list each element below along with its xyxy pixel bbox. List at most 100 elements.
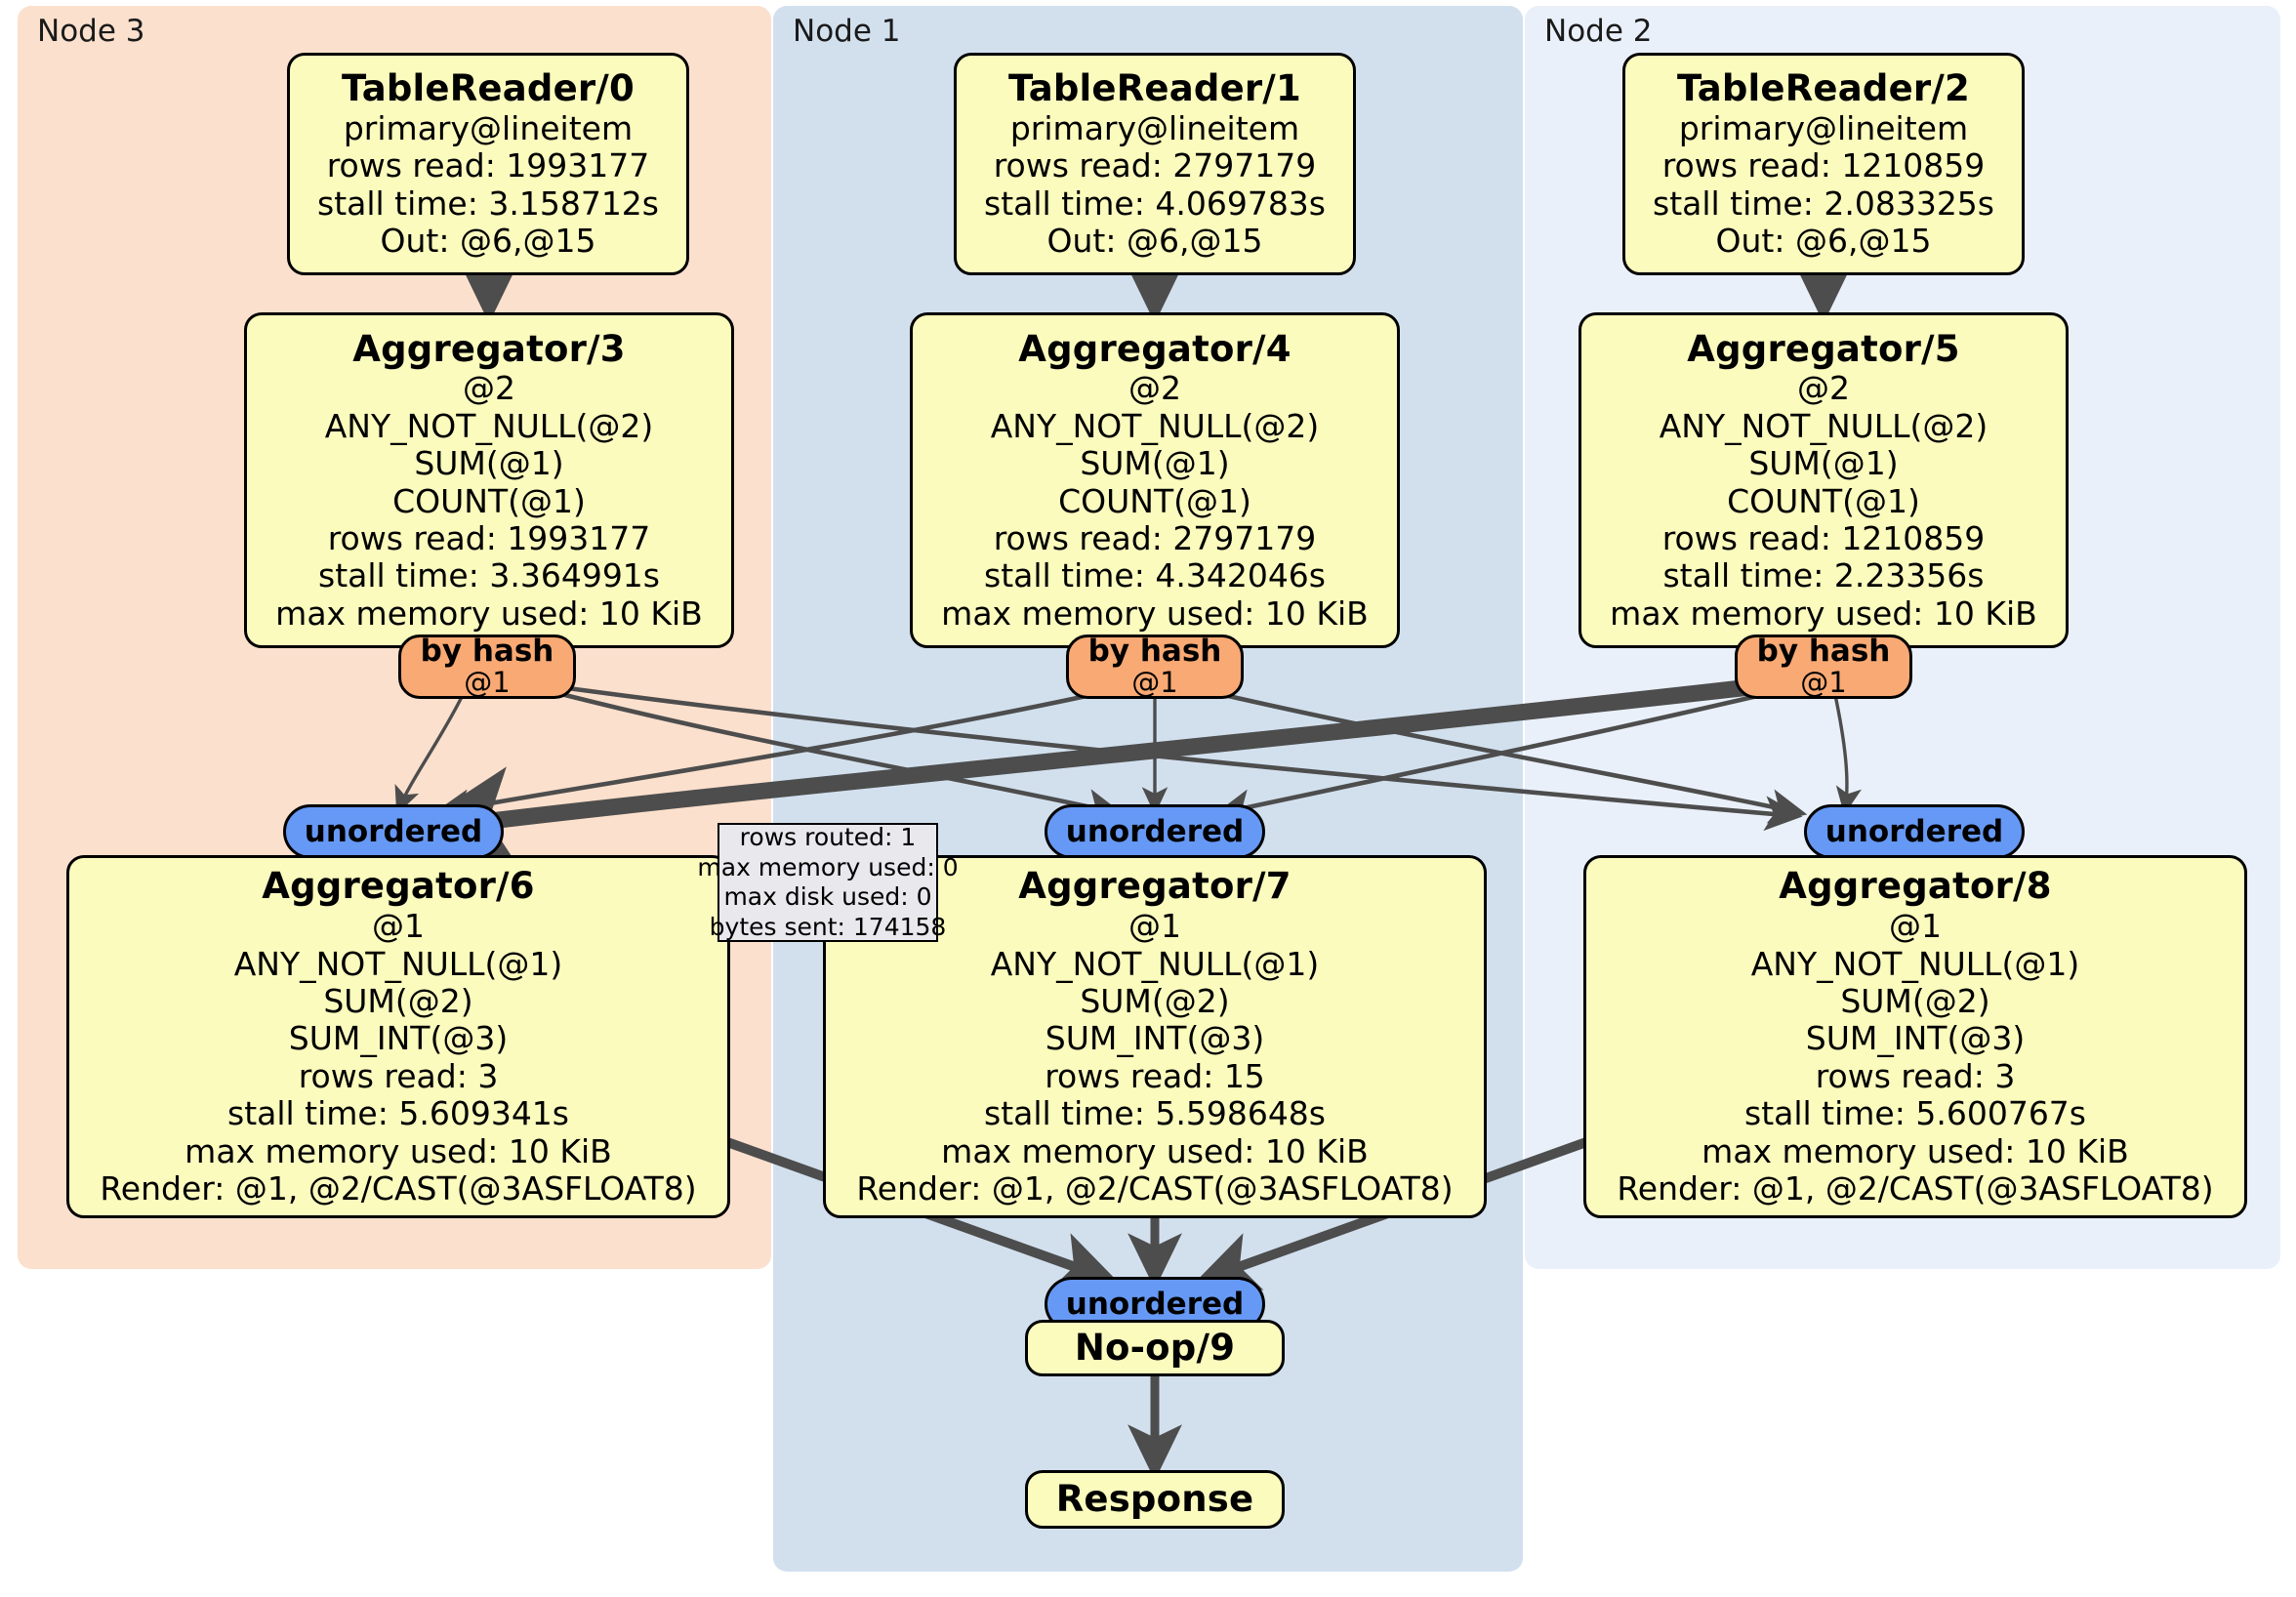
node-line: Render: @1, @2/CAST(@3ASFLOAT8) xyxy=(856,1169,1454,1208)
synchronizer-label: unordered xyxy=(1065,1286,1245,1322)
router-label: by hash xyxy=(420,634,554,670)
cluster-node3-label: Node 3 xyxy=(37,14,145,49)
node-line: stall time: 2.083325s xyxy=(1653,184,1994,223)
node-response[interactable]: Response xyxy=(1025,1470,1285,1529)
node-line: stall time: 2.23356s xyxy=(1662,556,1985,595)
node-line: Out: @6,@15 xyxy=(1715,222,1932,261)
node-line: SUM_INT(@3) xyxy=(1805,1019,2026,1058)
node-line: @1 xyxy=(1128,907,1181,946)
node-title: Aggregator/5 xyxy=(1687,327,1960,370)
node-line: stall time: 3.158712s xyxy=(317,184,659,223)
synchronizer-unordered-0[interactable]: unordered xyxy=(283,804,504,859)
node-line: rows read: 1210859 xyxy=(1661,519,1986,558)
node-table-reader-2[interactable]: TableReader/2 primary@lineitem rows read… xyxy=(1622,53,2025,275)
node-line: rows read: 3 xyxy=(298,1056,499,1095)
node-title: Response xyxy=(1055,1478,1254,1521)
node-aggregator-5[interactable]: Aggregator/5 @2 ANY_NOT_NULL(@2) SUM(@1)… xyxy=(1578,312,2069,648)
node-line: rows read: 15 xyxy=(1045,1056,1265,1095)
synchronizer-label: unordered xyxy=(1065,813,1245,849)
node-line: rows read: 2797179 xyxy=(993,519,1317,558)
node-line: stall time: 3.364991s xyxy=(318,556,660,595)
node-title: TableReader/0 xyxy=(342,67,635,110)
node-line: SUM(@1) xyxy=(414,444,564,483)
node-line: stall time: 5.609341s xyxy=(227,1094,569,1133)
node-table-reader-1[interactable]: TableReader/1 primary@lineitem rows read… xyxy=(954,53,1356,275)
node-noop-9[interactable]: No-op/9 xyxy=(1025,1320,1285,1376)
node-line: rows read: 1993177 xyxy=(327,519,651,558)
node-title: Aggregator/7 xyxy=(1018,865,1292,908)
router-by-hash-2[interactable]: by hash @1 xyxy=(1735,635,1912,699)
node-title: TableReader/2 xyxy=(1677,67,1970,110)
tooltip-line: bytes sent: 174158 xyxy=(709,912,947,941)
node-line: primary@lineitem xyxy=(1678,108,1969,147)
node-line: SUM_INT(@3) xyxy=(1045,1019,1265,1058)
node-line: stall time: 5.598648s xyxy=(984,1094,1326,1133)
node-line: ANY_NOT_NULL(@1) xyxy=(990,944,1320,983)
node-line: COUNT(@1) xyxy=(1058,481,1251,520)
node-line: Out: @6,@15 xyxy=(380,222,596,261)
node-line: SUM_INT(@3) xyxy=(288,1019,509,1058)
node-line: rows read: 2797179 xyxy=(993,146,1317,185)
node-aggregator-8[interactable]: Aggregator/8 @1 ANY_NOT_NULL(@1) SUM(@2)… xyxy=(1583,855,2247,1218)
node-line: max memory used: 10 KiB xyxy=(941,1131,1369,1170)
tooltip-line: rows routed: 1 xyxy=(739,823,917,851)
node-line: ANY_NOT_NULL(@2) xyxy=(1659,406,1988,445)
synchronizer-label: unordered xyxy=(1824,813,2004,849)
node-line: @1 xyxy=(1889,907,1942,946)
node-line: @1 xyxy=(372,907,425,946)
node-line: rows read: 1993177 xyxy=(326,146,650,185)
node-title: TableReader/1 xyxy=(1008,67,1301,110)
node-line: COUNT(@1) xyxy=(392,481,586,520)
node-line: max memory used: 10 KiB xyxy=(1610,594,2037,633)
cluster-node2-label: Node 2 xyxy=(1544,14,1653,49)
router-label: by hash xyxy=(1087,634,1222,670)
node-line: primary@lineitem xyxy=(343,108,634,147)
node-line: SUM(@2) xyxy=(1080,981,1230,1020)
node-line: stall time: 4.069783s xyxy=(984,184,1326,223)
synchronizer-unordered-1[interactable]: unordered xyxy=(1045,804,1265,859)
node-line: rows read: 3 xyxy=(1815,1056,2016,1095)
node-line: max memory used: 10 KiB xyxy=(275,594,703,633)
stats-tooltip: rows routed: 1 max memory used: 0 max di… xyxy=(697,823,959,942)
router-column: @1 xyxy=(464,666,511,700)
node-table-reader-0[interactable]: TableReader/0 primary@lineitem rows read… xyxy=(287,53,689,275)
node-line: Render: @1, @2/CAST(@3ASFLOAT8) xyxy=(100,1169,697,1208)
node-line: max memory used: 10 KiB xyxy=(184,1131,612,1170)
node-line: ANY_NOT_NULL(@2) xyxy=(990,406,1320,445)
node-line: @2 xyxy=(1128,369,1181,408)
node-title: No-op/9 xyxy=(1074,1327,1236,1370)
synchronizer-unordered-2[interactable]: unordered xyxy=(1804,804,2025,859)
node-line: COUNT(@1) xyxy=(1727,481,1920,520)
node-line: rows read: 1210859 xyxy=(1661,146,1986,185)
node-line: SUM(@1) xyxy=(1748,444,1899,483)
node-title: Aggregator/4 xyxy=(1018,327,1292,370)
node-title: Aggregator/6 xyxy=(262,865,535,908)
node-aggregator-3[interactable]: Aggregator/3 @2 ANY_NOT_NULL(@2) SUM(@1)… xyxy=(244,312,734,648)
node-line: ANY_NOT_NULL(@1) xyxy=(1750,944,2080,983)
node-title: Aggregator/3 xyxy=(352,327,626,370)
router-by-hash-0[interactable]: by hash @1 xyxy=(398,635,576,699)
router-column: @1 xyxy=(1131,666,1178,700)
node-title: Aggregator/8 xyxy=(1779,865,2052,908)
node-line: SUM(@2) xyxy=(323,981,473,1020)
node-aggregator-4[interactable]: Aggregator/4 @2 ANY_NOT_NULL(@2) SUM(@1)… xyxy=(910,312,1400,648)
synchronizer-label: unordered xyxy=(304,813,483,849)
router-column: @1 xyxy=(1800,666,1847,700)
node-line: Out: @6,@15 xyxy=(1046,222,1263,261)
node-line: SUM(@1) xyxy=(1080,444,1230,483)
router-by-hash-1[interactable]: by hash @1 xyxy=(1066,635,1244,699)
cluster-node1-label: Node 1 xyxy=(793,14,901,49)
node-line: ANY_NOT_NULL(@2) xyxy=(324,406,654,445)
node-aggregator-6[interactable]: Aggregator/6 @1 ANY_NOT_NULL(@1) SUM(@2)… xyxy=(66,855,730,1218)
router-label: by hash xyxy=(1756,634,1891,670)
node-line: stall time: 4.342046s xyxy=(984,556,1326,595)
tooltip-line: max disk used: 0 xyxy=(723,882,932,911)
tooltip-line: max memory used: 0 xyxy=(697,852,959,881)
node-line: ANY_NOT_NULL(@1) xyxy=(233,944,563,983)
node-line: @2 xyxy=(1797,369,1850,408)
node-line: SUM(@2) xyxy=(1840,981,1990,1020)
node-line: Render: @1, @2/CAST(@3ASFLOAT8) xyxy=(1617,1169,2214,1208)
node-line: @2 xyxy=(463,369,515,408)
node-line: max memory used: 10 KiB xyxy=(941,594,1369,633)
